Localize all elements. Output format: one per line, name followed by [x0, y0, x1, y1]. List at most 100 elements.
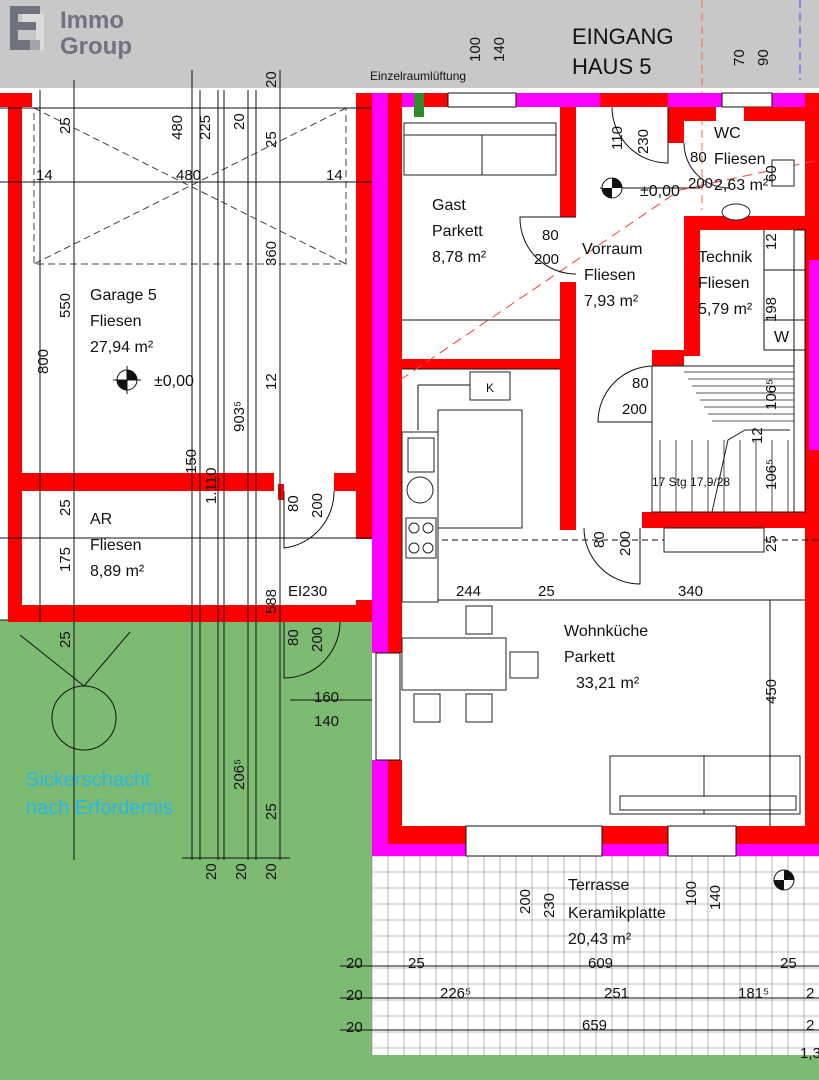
- dim-ar-175: 175: [57, 547, 74, 572]
- door-swing-technik: [597, 365, 653, 423]
- dim-door-tech-80: 80: [632, 375, 649, 392]
- dim-garage-25b: 25: [263, 131, 280, 148]
- wc-area: 2,63 m²: [714, 177, 769, 194]
- immo-group-logo: Immo Group: [10, 6, 132, 60]
- section-diagonal: [399, 189, 681, 381]
- garage-floor: Fliesen: [90, 313, 142, 330]
- gast-area: 8,78 m²: [432, 249, 487, 266]
- terrasse-area: 20,43 m²: [568, 931, 632, 948]
- technik-name: Technik: [698, 249, 753, 266]
- door-swing-ar: [283, 490, 335, 549]
- dim-terr-200: 200: [517, 889, 534, 914]
- dim-garage-480-h: 480: [176, 167, 201, 184]
- dim-row1-25b: 25: [780, 955, 797, 972]
- seepage-label: Sickerschacht: [26, 769, 151, 791]
- dim-terr-140: 140: [707, 885, 724, 910]
- garage-level: ±0,00: [154, 373, 194, 390]
- dim-row1-25a: 25: [408, 955, 425, 972]
- wc-name: WC: [714, 125, 741, 142]
- wohn-floor: Parkett: [564, 649, 615, 666]
- dim-garage-20b: 20: [263, 71, 280, 88]
- sofa-gast: [403, 122, 557, 176]
- dim-ar-25b: 25: [57, 631, 74, 648]
- gast-floor: Parkett: [432, 223, 483, 240]
- technik-area: 5,79 m²: [698, 301, 753, 318]
- dim-tech-198: 198: [763, 297, 780, 322]
- dim-25-wohn: 25: [538, 583, 555, 600]
- dim-row3-2: 2: [806, 1017, 814, 1034]
- technik-floor: Fliesen: [698, 275, 750, 292]
- door-swing-garden: [283, 621, 341, 679]
- house-walls: [372, 92, 819, 857]
- dim-top-140: 140: [491, 37, 508, 62]
- level-marker-icon: [113, 366, 141, 394]
- dim-tech-12: 12: [763, 233, 780, 250]
- door-swing-wohn: [583, 527, 641, 585]
- dim-row1-20: 20: [346, 955, 363, 972]
- dim-top-90: 90: [755, 49, 772, 66]
- garage-name: Garage 5: [90, 287, 157, 304]
- dim-row4-13: 1,3: [800, 1045, 819, 1062]
- dim-door-gast-80: 80: [542, 227, 559, 244]
- dim-588: 588: [263, 589, 280, 614]
- dim-bottom-20a: 20: [203, 863, 220, 880]
- level-marker-terrace-icon: [773, 869, 795, 891]
- stairs-label: 17 Stg 17,9/28: [652, 475, 730, 489]
- vorraum-area: 7,93 m²: [584, 293, 639, 310]
- garden-strip: [0, 1055, 819, 1080]
- dim-door-ar-200: 200: [309, 493, 326, 518]
- dim-row2-1815: 181⁵: [738, 985, 769, 1002]
- wohn-area: 33,21 m²: [576, 675, 640, 692]
- dim-door-ar-80: 80: [285, 495, 302, 512]
- seepage-line: [19, 634, 85, 687]
- dim-garage-360: 360: [263, 241, 280, 266]
- dim-garage-12: 12: [263, 373, 280, 390]
- logo-line1: Immo: [60, 7, 124, 34]
- vorraum-floor: Fliesen: [584, 267, 636, 284]
- garden-area: [0, 620, 372, 1080]
- dim-row3-20: 20: [346, 1019, 363, 1036]
- staircase: [651, 365, 795, 513]
- garage-diag-1: [33, 107, 347, 265]
- entry-level: ±0,00: [640, 183, 680, 200]
- terrace-dimension-lines: [340, 965, 819, 1031]
- dim-top-70: 70: [731, 49, 748, 66]
- dim-140: 140: [314, 713, 339, 730]
- dim-door-tech-200: 200: [622, 401, 647, 418]
- door-swing-wc: [683, 142, 730, 189]
- dim-door-out-80: 80: [285, 629, 302, 646]
- dim-wc-60: 60: [763, 165, 780, 182]
- dining-table: [401, 605, 539, 723]
- garage-dimension-lines: [0, 70, 372, 860]
- dim-garage-150: 150: [183, 449, 200, 474]
- stair-direction-arrow: [711, 429, 790, 513]
- logo-line2: Group: [60, 33, 132, 60]
- dim-garage-9035: 903⁵: [231, 401, 248, 432]
- ar-floor: Fliesen: [90, 537, 142, 554]
- dim-garage-14a: 14: [36, 167, 53, 184]
- dim-terr-100: 100: [683, 881, 700, 906]
- dim-garage-14b: 14: [326, 167, 343, 184]
- header-band: [0, 0, 819, 88]
- terrasse-name: Terrasse: [568, 877, 629, 894]
- dim-door-wohn-80: 80: [591, 531, 608, 548]
- seepage-line-2: [83, 631, 131, 687]
- level-marker-entry-icon: [601, 177, 623, 199]
- entrance-label-1: EINGANG: [572, 24, 673, 49]
- wc-floor: Fliesen: [714, 151, 766, 168]
- dim-160: 160: [314, 689, 339, 706]
- dim-stair-12: 12: [749, 427, 766, 444]
- dim-row1-609: 609: [588, 955, 613, 972]
- dim-ar-25: 25: [57, 499, 74, 516]
- dim-garage-1110: 1.110: [203, 468, 220, 504]
- dim-row2-20: 20: [346, 987, 363, 1004]
- dim-244: 244: [456, 583, 481, 600]
- wohn-name: Wohnküche: [564, 623, 648, 640]
- ar-area: 8,89 m²: [90, 563, 145, 580]
- dim-stair-1065a: 106⁵: [763, 379, 780, 410]
- seepage-label-2: nach Erfordernis: [26, 797, 173, 819]
- sofa-wohn: [609, 755, 801, 815]
- dim-garage-225: 225: [197, 115, 214, 140]
- garage-diag-2: [33, 107, 347, 265]
